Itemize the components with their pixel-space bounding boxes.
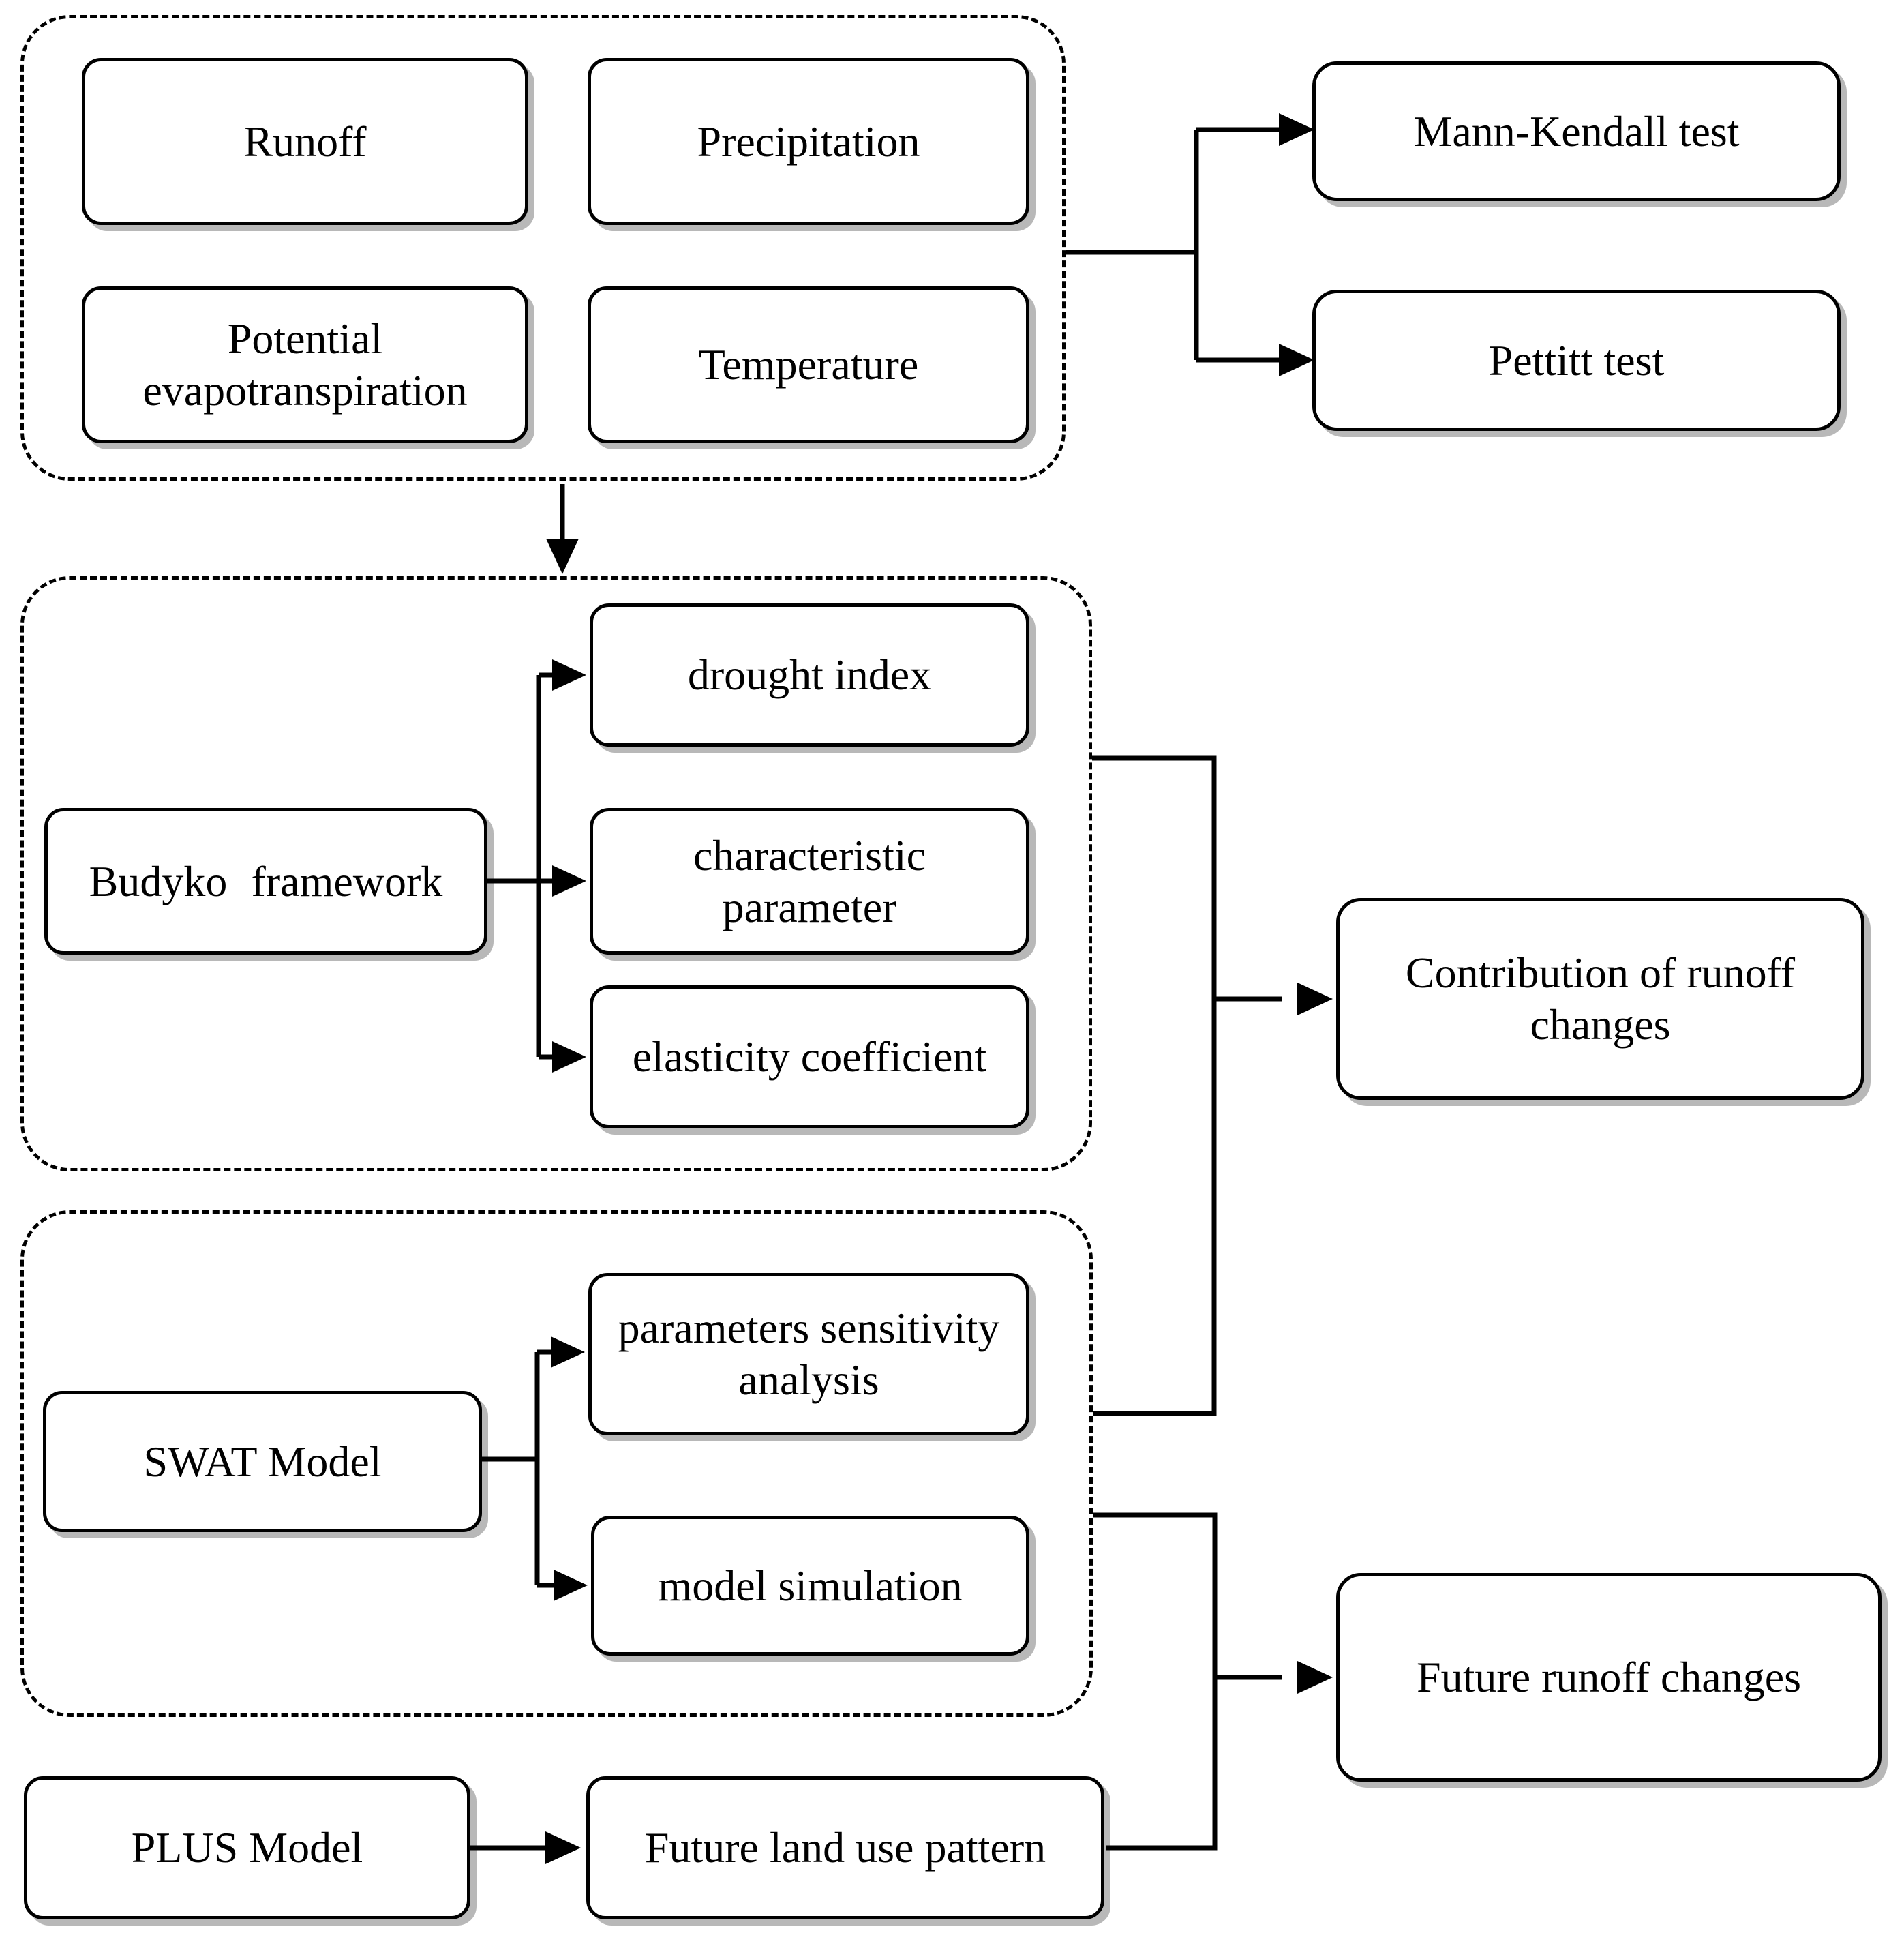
potential-evapotranspiration-line1: Potential: [227, 314, 383, 363]
parameters-sensitivity-line2: analysis: [738, 1356, 879, 1404]
potential-evapotranspiration-line2: evapotranspiration: [142, 366, 468, 415]
runoff-box: Runoff: [82, 58, 528, 225]
budyko-framework-box: Budyko framework: [44, 808, 487, 955]
arrowhead-future-land-use: [545, 1831, 581, 1864]
arrowhead-drought-index: [552, 659, 586, 691]
arrowhead-characteristic-parameter: [552, 865, 586, 897]
swat-container: [20, 1210, 1093, 1717]
future-land-use-pattern-box: Future land use pattern: [586, 1776, 1104, 1919]
arrowhead-pettitt: [1279, 344, 1314, 376]
characteristic-parameter-line2: parameter: [722, 882, 897, 931]
mann-kendall-test-box: Mann-Kendall test: [1312, 61, 1841, 201]
temperature-box: Temperature: [588, 286, 1029, 443]
line-budyko-bracket: [487, 672, 556, 1060]
drought-index-box: drought index: [590, 603, 1029, 747]
arrowhead-mann-kendall: [1279, 113, 1314, 146]
elasticity-coefficient-box: elasticity coefficient: [590, 985, 1029, 1128]
swat-model-box: SWAT Model: [43, 1391, 482, 1532]
budyko-container: [20, 576, 1092, 1171]
parameters-sensitivity-line1: parameters sensitivity: [618, 1304, 1000, 1353]
line-inputs-to-tests: [1066, 127, 1282, 363]
arrowhead-future-runoff: [1297, 1661, 1333, 1694]
parameters-sensitivity-analysis-box: parameters sensitivity analysis: [588, 1273, 1029, 1435]
arrowhead-parameters-sensitivity: [551, 1336, 585, 1368]
arrowhead-down-budyko: [546, 539, 579, 574]
contribution-line2: changes: [1530, 1000, 1671, 1049]
future-runoff-changes-box: Future runoff changes: [1336, 1573, 1882, 1782]
pettitt-test-box: Pettitt test: [1312, 290, 1841, 431]
line-swat-bracket: [482, 1349, 554, 1588]
contribution-of-runoff-changes-box: Contribution of runoff changes: [1336, 898, 1864, 1100]
contribution-line1: Contribution of runoff: [1405, 948, 1796, 998]
arrowhead-elasticity-coefficient: [552, 1041, 586, 1073]
arrowhead-contribution: [1297, 983, 1333, 1015]
arrowhead-model-simulation: [554, 1570, 588, 1601]
characteristic-parameter-box: characteristic parameter: [590, 808, 1029, 955]
potential-evapotranspiration-box: Potential evapotranspiration: [82, 286, 528, 443]
precipitation-box: Precipitation: [588, 58, 1029, 225]
model-simulation-box: model simulation: [591, 1516, 1029, 1656]
characteristic-parameter-line1: characteristic: [693, 830, 926, 880]
line-to-future-runoff: [1093, 1512, 1282, 1851]
plus-model-box: PLUS Model: [24, 1776, 470, 1919]
line-to-contribution: [1092, 755, 1282, 1416]
inputs-container: [20, 15, 1066, 481]
